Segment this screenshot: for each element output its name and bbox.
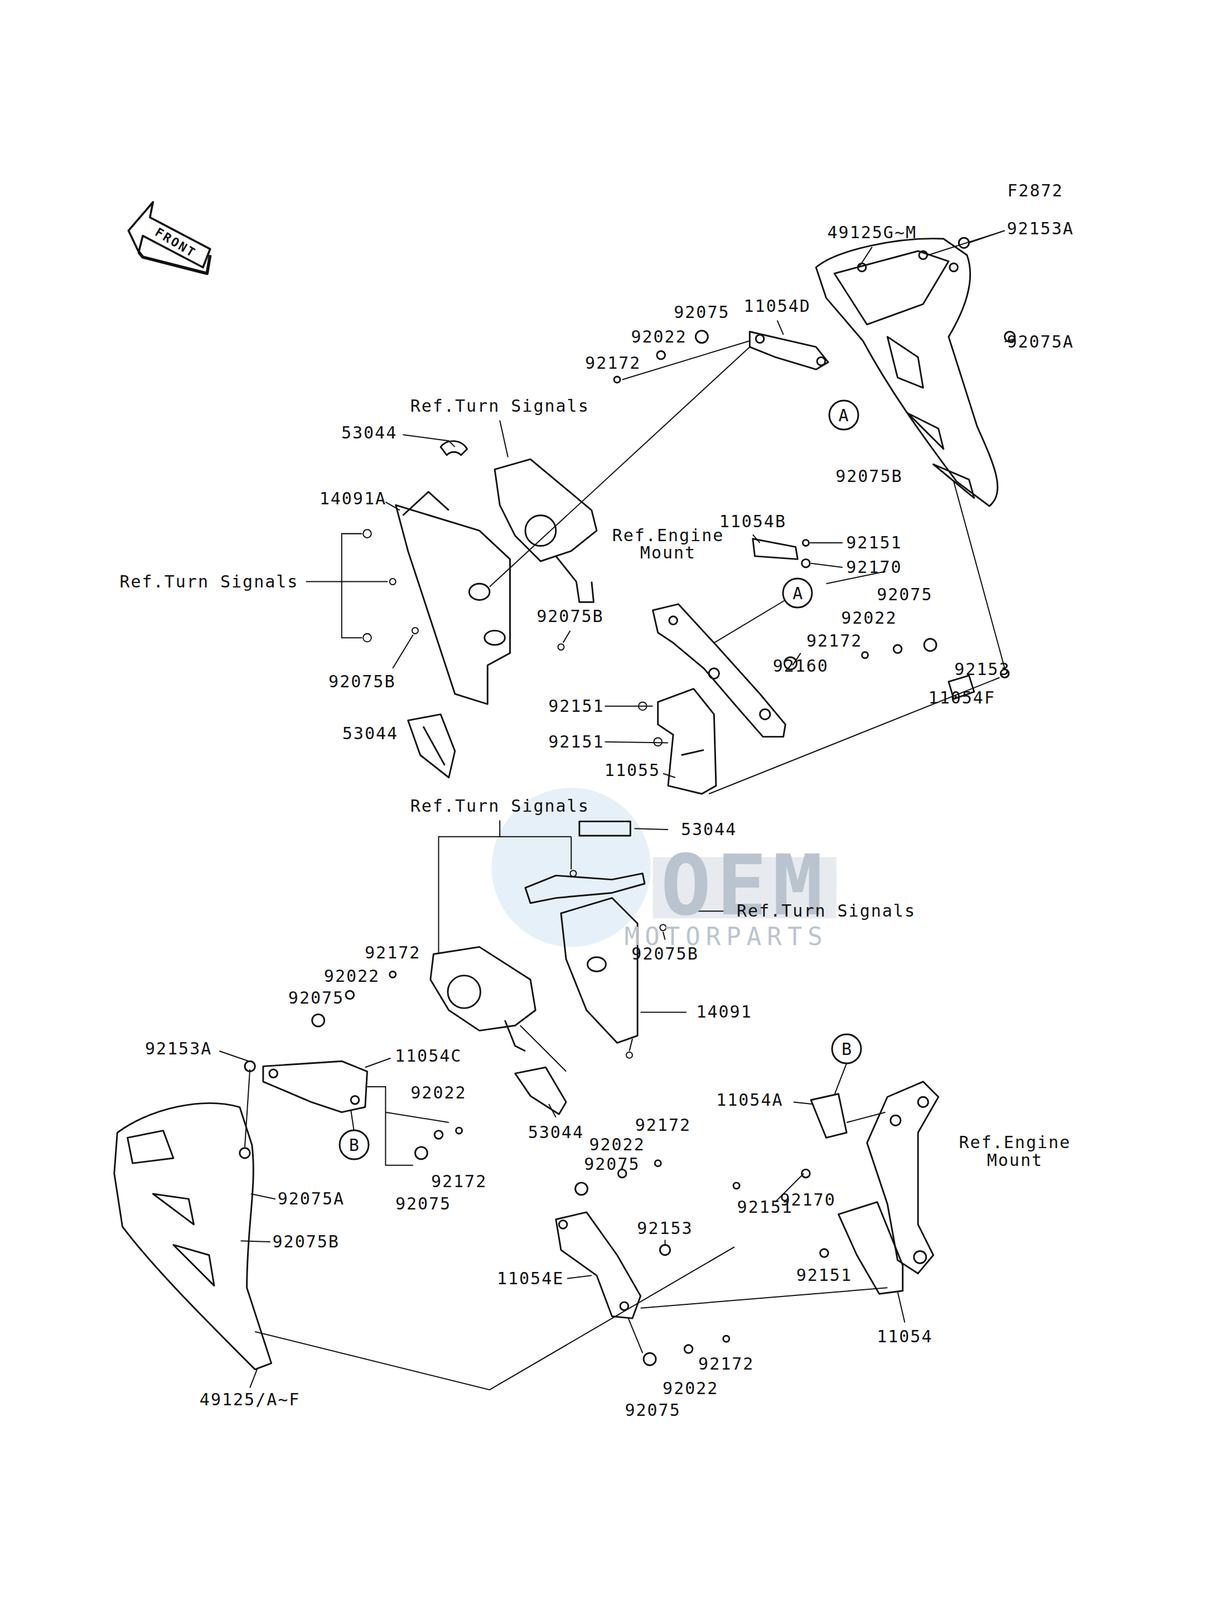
callout-number: 92151 — [846, 533, 902, 552]
front-arrow — [128, 201, 210, 268]
callout-number: 92022 — [410, 1083, 467, 1102]
inner-panel — [395, 504, 511, 704]
callout-number: 92172 — [698, 1355, 754, 1374]
signal-wire — [504, 1020, 526, 1051]
callout-number: 92151 — [548, 697, 604, 715]
callout-number: 92075B — [835, 467, 903, 486]
callout-number: 92075 — [395, 1194, 452, 1213]
callout-number: 49125/A~F — [199, 1390, 301, 1409]
callout-number: 92022 — [324, 967, 380, 986]
reference-letter: A — [792, 582, 803, 603]
callout-number: 14091A — [319, 490, 387, 509]
turn-signal — [494, 458, 597, 562]
reference-letter: A — [838, 405, 849, 425]
arrow-shadow — [138, 252, 211, 274]
callout-number: 92022 — [630, 327, 687, 346]
callout-number: 92160 — [772, 657, 829, 676]
cowl-window — [834, 250, 949, 325]
callout-number: 92075 — [624, 1400, 681, 1419]
engine-mount — [867, 1081, 939, 1274]
reference-circle: B — [338, 1129, 370, 1160]
seal-strip — [515, 1066, 567, 1114]
reference-note: Ref.Engine Mount — [612, 525, 725, 562]
bracket — [525, 873, 645, 903]
callout-number: 92153 — [636, 1219, 693, 1237]
reference-letter: B — [841, 1038, 852, 1059]
reference-circle: B — [831, 1033, 863, 1065]
callout-number: 92022 — [840, 609, 897, 628]
callout-number: 49125G~M — [827, 223, 918, 242]
callout-number: 11054A — [716, 1090, 783, 1109]
callout-number: 92151 — [737, 1197, 794, 1216]
callout-number: 11054D — [743, 297, 811, 316]
callout-number: 92075A — [277, 1189, 345, 1208]
leader-lines — [219, 230, 1015, 1390]
callout-number: 92075B — [631, 944, 699, 963]
callout-number: 92151 — [796, 1266, 853, 1285]
engine-mount — [653, 603, 786, 737]
lower-cowl — [114, 1103, 272, 1370]
reference-letter: B — [349, 1134, 360, 1155]
callout-number: 92075B — [272, 1232, 340, 1251]
reference-note: Ref.Turn Signals — [410, 796, 590, 815]
callout-number: 92075A — [1006, 332, 1074, 351]
callout-number: 11054B — [719, 512, 787, 531]
callout-number: 53044 — [528, 1123, 584, 1142]
callout-number: 92022 — [588, 1135, 645, 1154]
callout-number: 92022 — [662, 1379, 719, 1398]
callout-number: 11054 — [876, 1327, 933, 1346]
callout-number: 92075 — [876, 586, 933, 604]
callout-number: 14091 — [695, 1003, 752, 1022]
callout-number: 92172 — [585, 354, 641, 372]
callout-number: 92172 — [635, 1116, 691, 1135]
callout-number: 92075 — [673, 303, 730, 322]
grommet — [440, 441, 468, 456]
callout-number: 53044 — [341, 423, 398, 442]
callout-number: 92172 — [364, 944, 421, 963]
bracket — [263, 1060, 368, 1112]
callout-number: 11054E — [496, 1269, 564, 1288]
inner-panel — [561, 897, 638, 1043]
callout-number: 92151 — [548, 732, 604, 751]
reference-note: Ref.Turn Signals — [410, 397, 590, 415]
callout-number: 92075 — [583, 1154, 640, 1173]
cowl-detail — [127, 1130, 215, 1286]
turn-signal — [430, 946, 536, 1031]
callout-number: 11054C — [394, 1046, 462, 1065]
signal-wire — [556, 556, 594, 602]
reference-note: Ref.Turn Signals — [119, 572, 299, 591]
reference-note: Ref.Turn Signals — [736, 902, 916, 921]
callout-number: 92075B — [328, 672, 396, 691]
callout-number: 53044 — [680, 820, 737, 839]
callout-number: 92075 — [288, 988, 345, 1007]
callout-number: 11055 — [604, 761, 661, 780]
bracket — [658, 688, 717, 794]
callout-number: 92153 — [954, 660, 1010, 679]
callout-number: 92075B — [536, 607, 604, 626]
callout-number: 92170 — [846, 558, 902, 577]
panel-wire — [402, 491, 449, 516]
bracket — [749, 331, 829, 370]
callout-number: 92153A — [1006, 219, 1074, 238]
callout-number: 92172 — [431, 1172, 487, 1191]
reference-circle: A — [828, 399, 859, 431]
callout-number: 11054F — [928, 688, 996, 707]
callout-number: 92153A — [144, 1039, 212, 1058]
callout-number: 92172 — [806, 631, 863, 650]
callout-number: 53044 — [342, 724, 399, 743]
reference-note: Ref.Engine Mount — [959, 1133, 1072, 1169]
seal-strip — [408, 713, 456, 777]
reference-note: F2872 — [1007, 181, 1063, 200]
reference-circle: A — [782, 577, 814, 608]
bracket — [556, 1211, 641, 1318]
bracket — [810, 1093, 847, 1138]
seal-strip — [579, 820, 631, 836]
upper-cowl — [815, 238, 998, 507]
